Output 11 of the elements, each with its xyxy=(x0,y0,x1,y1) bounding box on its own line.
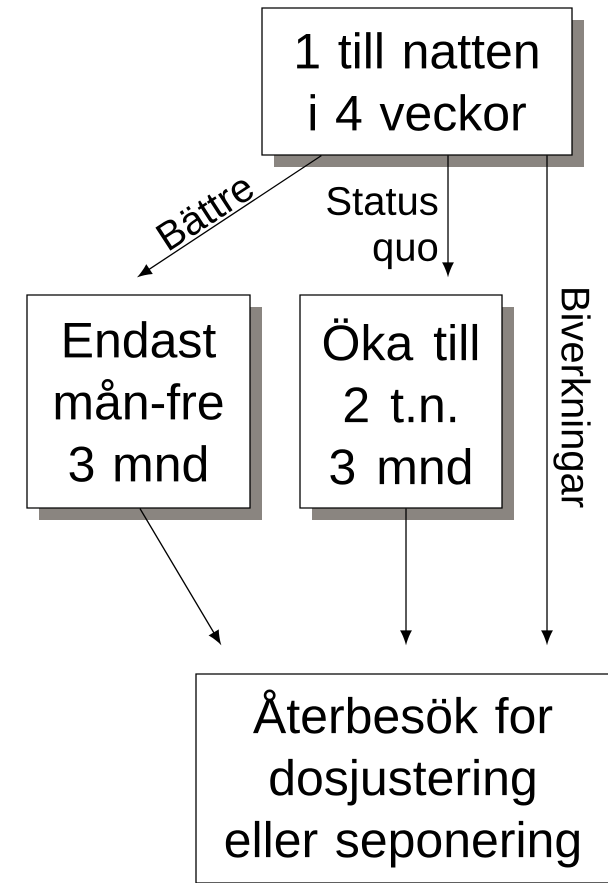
process-box: Återbesök for dosjustering eller seponering xyxy=(195,673,608,883)
arrow xyxy=(400,508,412,644)
process-box: 1 till natten i 4 veckor xyxy=(261,7,584,167)
arrow xyxy=(542,156,552,644)
arrow xyxy=(138,155,322,277)
arrow xyxy=(139,508,221,644)
edge-label: Status quo xyxy=(327,186,438,270)
process-box: Öka till 2 t.n. 3 mnd xyxy=(299,294,514,520)
edge-label: Biverkningar xyxy=(553,289,591,508)
arrow xyxy=(442,156,454,276)
process-box: Endast mån-fre 3 mnd xyxy=(26,294,262,520)
